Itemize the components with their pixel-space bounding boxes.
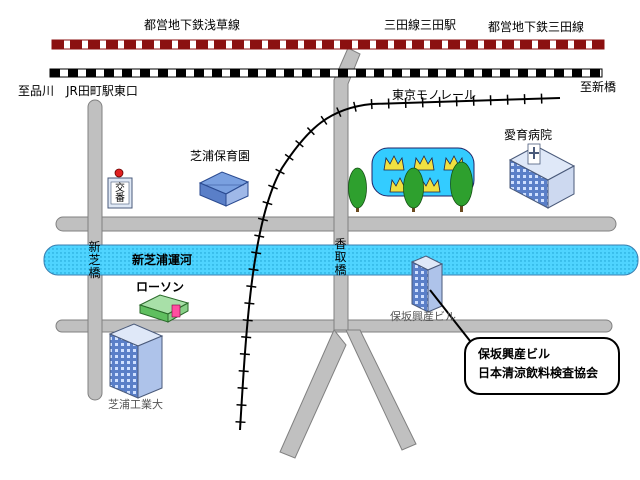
- monorail-tie: [353, 101, 357, 112]
- koban-building: [107, 168, 133, 209]
- mita-station-label: 三田線三田駅: [384, 18, 457, 32]
- shinshiba-bridge-label: 新芝橋: [88, 240, 101, 280]
- monorail-line: [239, 97, 561, 431]
- jr-railway: [49, 68, 603, 78]
- monorail-tie: [284, 153, 294, 161]
- hosaka-building-small-label: 保坂興産ビル: [390, 310, 456, 323]
- canal-river: [43, 244, 639, 276]
- monorail-tie: [248, 268, 259, 272]
- monorail-tie: [239, 353, 250, 356]
- university-label: 芝浦工業大: [108, 398, 163, 411]
- park: [348, 147, 475, 212]
- road-lower-right-branch: [345, 329, 417, 451]
- callout-line-association: 日本清涼飲料検査協会: [478, 366, 599, 380]
- koban-label: 交番: [115, 183, 125, 204]
- hosaka-building: [410, 255, 444, 313]
- monorail-label: 東京モノレール: [392, 88, 477, 102]
- monorail-tie: [236, 403, 247, 407]
- monorail-tie: [336, 107, 342, 117]
- monorail-tie: [254, 234, 265, 238]
- callout-pointer: [429, 289, 475, 347]
- monorail-tie: [242, 319, 253, 322]
- lawson-store: [138, 294, 190, 323]
- park-trees: [348, 161, 473, 212]
- monorail-tie: [370, 98, 373, 110]
- monorail-tie: [320, 115, 328, 125]
- hospital-label: 愛育病院: [504, 128, 553, 142]
- monorail-tie: [257, 217, 268, 222]
- monorail-tie: [251, 251, 262, 255]
- monorail-tie: [238, 370, 249, 373]
- monorail-tie: [246, 285, 257, 288]
- monorail-tie: [235, 420, 246, 424]
- nursery-building: [198, 171, 250, 207]
- nursery-label: 芝浦保育園: [190, 149, 251, 163]
- monorail-tie: [295, 139, 304, 148]
- kotori-bridge-label: 香取橋: [334, 237, 347, 277]
- jr-tamachi-label: JR田町駅東口: [66, 84, 138, 98]
- monorail-tie: [244, 302, 255, 305]
- monorail-tie: [275, 168, 285, 175]
- monorail-tie: [262, 200, 273, 206]
- mita-line-label: 都営地下鉄三田線: [488, 20, 585, 34]
- subway-line: [51, 39, 605, 50]
- monorail-tie: [306, 127, 315, 136]
- to-shinagawa-label: 至品川: [18, 84, 55, 98]
- canal-label: 新芝浦運河: [132, 253, 193, 267]
- hospital-building: [508, 143, 576, 209]
- university-building: [108, 323, 164, 399]
- road-lower-left-branch: [279, 329, 347, 459]
- monorail-tie: [268, 184, 278, 190]
- asakusa-line-label: 都営地下鉄浅草線: [144, 18, 241, 32]
- monorail-tie: [237, 387, 248, 390]
- lawson-label: ローソン: [136, 280, 185, 294]
- monorail-tie: [241, 336, 252, 339]
- monorail-ties: [235, 93, 543, 424]
- callout-line-building: 保坂興産ビル: [478, 347, 551, 361]
- callout-box: 保坂興産ビル 日本清涼飲料検査協会: [464, 337, 620, 395]
- to-shimbashi-label: 至新橋: [580, 80, 617, 94]
